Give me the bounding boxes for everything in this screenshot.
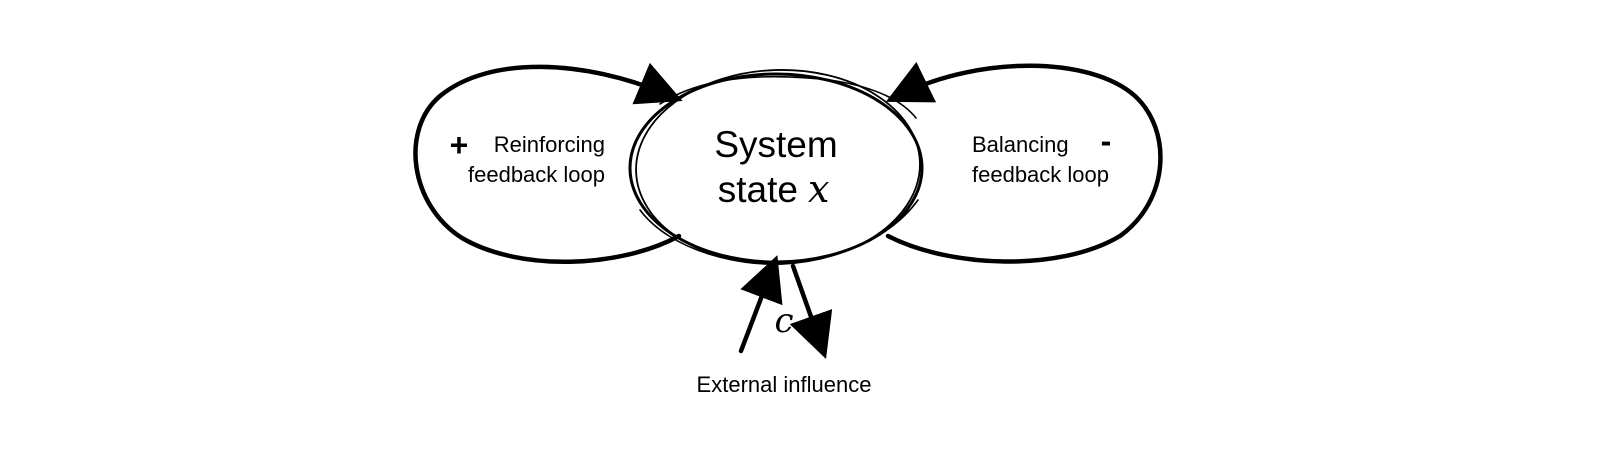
state-variable-x: x: [808, 167, 829, 211]
reinforcing-label-line1: Reinforcing: [494, 132, 605, 157]
system-state-label-line1: System: [714, 124, 837, 165]
system-state-node: [628, 69, 924, 265]
reinforcing-label-line2: feedback loop: [468, 162, 605, 187]
influence-arrow-out: [789, 263, 833, 359]
reinforcing-sign: +: [450, 127, 469, 163]
influence-arrow-in: [738, 255, 783, 354]
reinforcing-loop-arc: [413, 62, 683, 264]
balancing-label-line1: Balancing: [972, 132, 1069, 157]
balancing-loop-arc: [885, 61, 1163, 264]
system-state-label-line2: state: [718, 169, 798, 210]
balancing-label-line2: feedback loop: [972, 162, 1109, 187]
external-influence-label: External influence: [697, 372, 872, 397]
influence-variable-c: c: [774, 301, 793, 341]
balancing-sign: -: [1101, 123, 1112, 159]
